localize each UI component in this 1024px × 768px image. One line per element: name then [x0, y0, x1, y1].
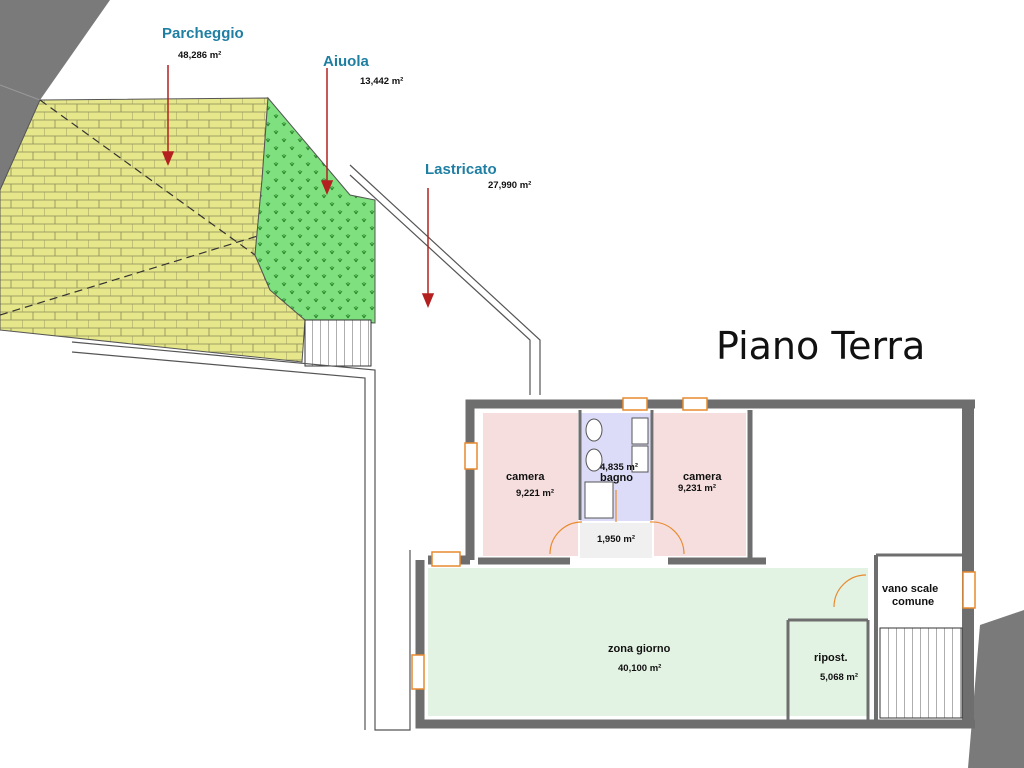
bathroom-label: bagno [600, 472, 633, 484]
windows [411, 397, 976, 690]
paving-border [349, 164, 541, 395]
bedroom-2-label: camera [683, 471, 722, 483]
inner-walls [478, 404, 974, 724]
outdoor-steps [304, 319, 372, 367]
garden-label: Aiuola [323, 53, 369, 70]
terrain-dark-topleft [0, 0, 110, 190]
terrain-dark-right [968, 610, 1024, 768]
stairwell-steps [879, 627, 963, 719]
doors [549, 490, 867, 608]
living-label: zona giorno [608, 643, 671, 655]
bedroom-2-floor [654, 413, 746, 556]
page-title: Piano Terra [716, 324, 925, 368]
hall-floor [580, 523, 652, 558]
bathroom-area: 4,835 m² [600, 462, 638, 473]
bedroom-1-floor [483, 413, 578, 556]
storage-floor [788, 622, 868, 716]
stairwell-label-line2: comune [892, 596, 934, 608]
bedroom-1-area: 9,221 m² [516, 488, 554, 499]
storage-area: 5,068 m² [820, 672, 858, 683]
terrain-line [0, 84, 41, 101]
hall-area: 1,950 m² [597, 534, 635, 545]
parking-area-value: 48,286 m² [178, 50, 221, 61]
bathroom-fixtures [584, 417, 649, 519]
stairwell-label-line1: vano scale [882, 583, 938, 595]
bedroom-2-area: 9,231 m² [678, 483, 716, 494]
paving-area-value: 27,990 m² [488, 180, 531, 191]
living-area: 40,100 m² [618, 663, 661, 674]
site-boundary [71, 341, 411, 731]
leader-arrows [161, 65, 435, 308]
garden-area-value: 13,442 m² [360, 76, 403, 87]
storage-label: ripost. [814, 652, 848, 664]
parking-label: Parcheggio [162, 25, 244, 42]
paving-label: Lastricato [425, 161, 497, 178]
bedroom-1-label: camera [506, 471, 545, 483]
garden-bed [254, 96, 376, 324]
